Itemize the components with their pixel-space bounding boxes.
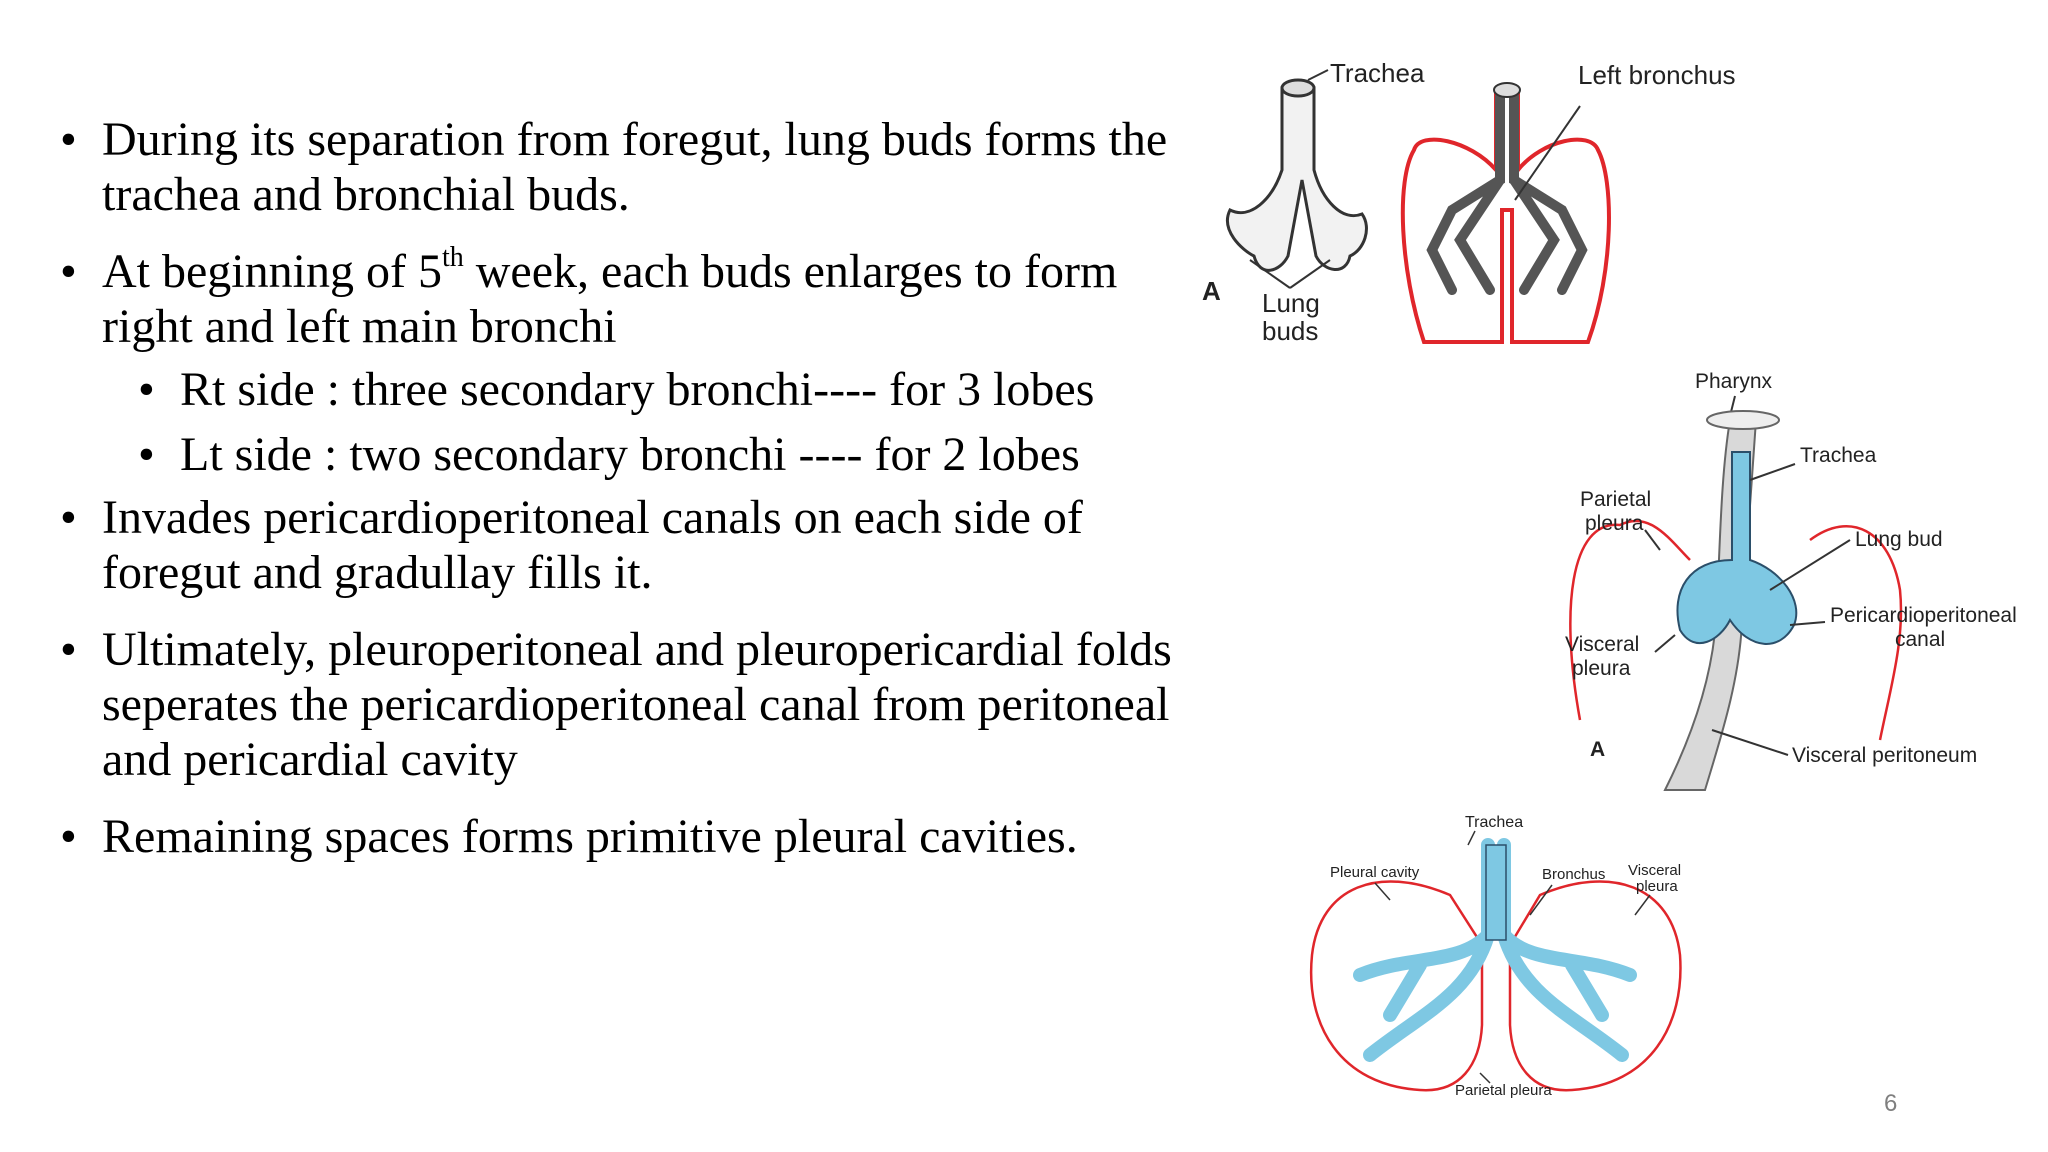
pleural-cavity-figure: Trachea Pleural cavity Bronchus Visceral… <box>1309 814 1682 1099</box>
panel-letter: A <box>1590 738 1605 761</box>
pericardioperitoneal-label-line1: Pericardioperitoneal <box>1830 604 2017 627</box>
bullet-text: During its separation from foregut, lung… <box>102 113 1168 221</box>
bullet-fifth-week: At beginning of 5th week, each buds enla… <box>60 242 1180 483</box>
bullet-text-post: week, each buds enlarges to form right a… <box>102 245 1118 353</box>
sub-bullet-text: Rt side : three secondary bronchi---- fo… <box>180 363 1095 416</box>
left-bronchus-label: Left bronchus <box>1578 60 1736 90</box>
parietal-pleura-label-line2: pleura <box>1585 512 1644 535</box>
pleural-cavity-label: Pleural cavity <box>1330 864 1420 881</box>
bullet-text: Remaining spaces forms primitive pleural… <box>102 810 1078 863</box>
bronchus-label: Bronchus <box>1542 866 1605 883</box>
trachea-label: Trachea <box>1330 60 1425 88</box>
lung-buds-label-line1: Lung <box>1262 288 1320 318</box>
bullet-separation-from-foregut: During its separation from foregut, lung… <box>60 112 1180 222</box>
foregut-tube-drawing <box>1569 410 1903 791</box>
sub-bullet-right-side: Rt side : three secondary bronchi---- fo… <box>102 362 1180 417</box>
bullet-invades-canals: Invades pericardioperitoneal canals on e… <box>60 490 1180 600</box>
trachea-label: Trachea <box>1465 814 1523 831</box>
visceral-peritoneum-label: Visceral peritoneum <box>1792 744 1977 767</box>
lung-buds-figure: A Trachea Lung buds Left bronchus <box>1202 60 1736 346</box>
trachea-bud-drawing <box>1226 78 1368 272</box>
bullet-folds-separate: Ultimately, pleuroperitoneal and pleurop… <box>60 622 1180 787</box>
left-bronchus-drawing <box>1400 82 1611 344</box>
lung-bud-label: Lung bud <box>1855 528 1943 551</box>
sub-bullet-text: Lt side : two secondary bronchi ---- for… <box>180 428 1080 481</box>
trachea-label: Trachea <box>1800 444 1877 467</box>
visceral-pleura-label-line2: pleura <box>1572 657 1631 680</box>
bullet-text-block: During its separation from foregut, lung… <box>60 112 1180 886</box>
pharynx-label: Pharynx <box>1695 370 1773 393</box>
bullet-text-pre: At beginning of 5 <box>102 245 442 298</box>
pericardioperitoneal-figure: Pharynx Trachea Parietal pleura Lung bud… <box>1565 370 2017 791</box>
ordinal-suffix: th <box>441 242 464 273</box>
sub-bullet-list: Rt side : three secondary bronchi---- fo… <box>102 362 1180 482</box>
panel-letter: A <box>1202 276 1221 306</box>
parietal-pleura-label-line1: Parietal <box>1580 488 1651 511</box>
visceral-pleura-label-line1: Visceral <box>1628 862 1681 879</box>
bullet-text: Ultimately, pleuroperitoneal and pleurop… <box>102 623 1172 786</box>
bullet-list: During its separation from foregut, lung… <box>60 112 1180 864</box>
visceral-pleura-label-line2: pleura <box>1636 878 1678 895</box>
bullet-text: Invades pericardioperitoneal canals on e… <box>102 491 1083 599</box>
visceral-pleura-label-line1: Visceral <box>1565 633 1639 656</box>
parietal-pleura-label: Parietal pleura <box>1455 1082 1552 1099</box>
pericardioperitoneal-label-line2: canal <box>1895 628 1945 651</box>
sub-bullet-left-side: Lt side : two secondary bronchi ---- for… <box>102 427 1180 482</box>
lung-buds-label-line2: buds <box>1262 316 1318 346</box>
pleural-cavity-drawing <box>1309 838 1682 1092</box>
page-number: 6 <box>1884 1090 1898 1117</box>
bullet-pleural-cavities: Remaining spaces forms primitive pleural… <box>60 809 1180 864</box>
